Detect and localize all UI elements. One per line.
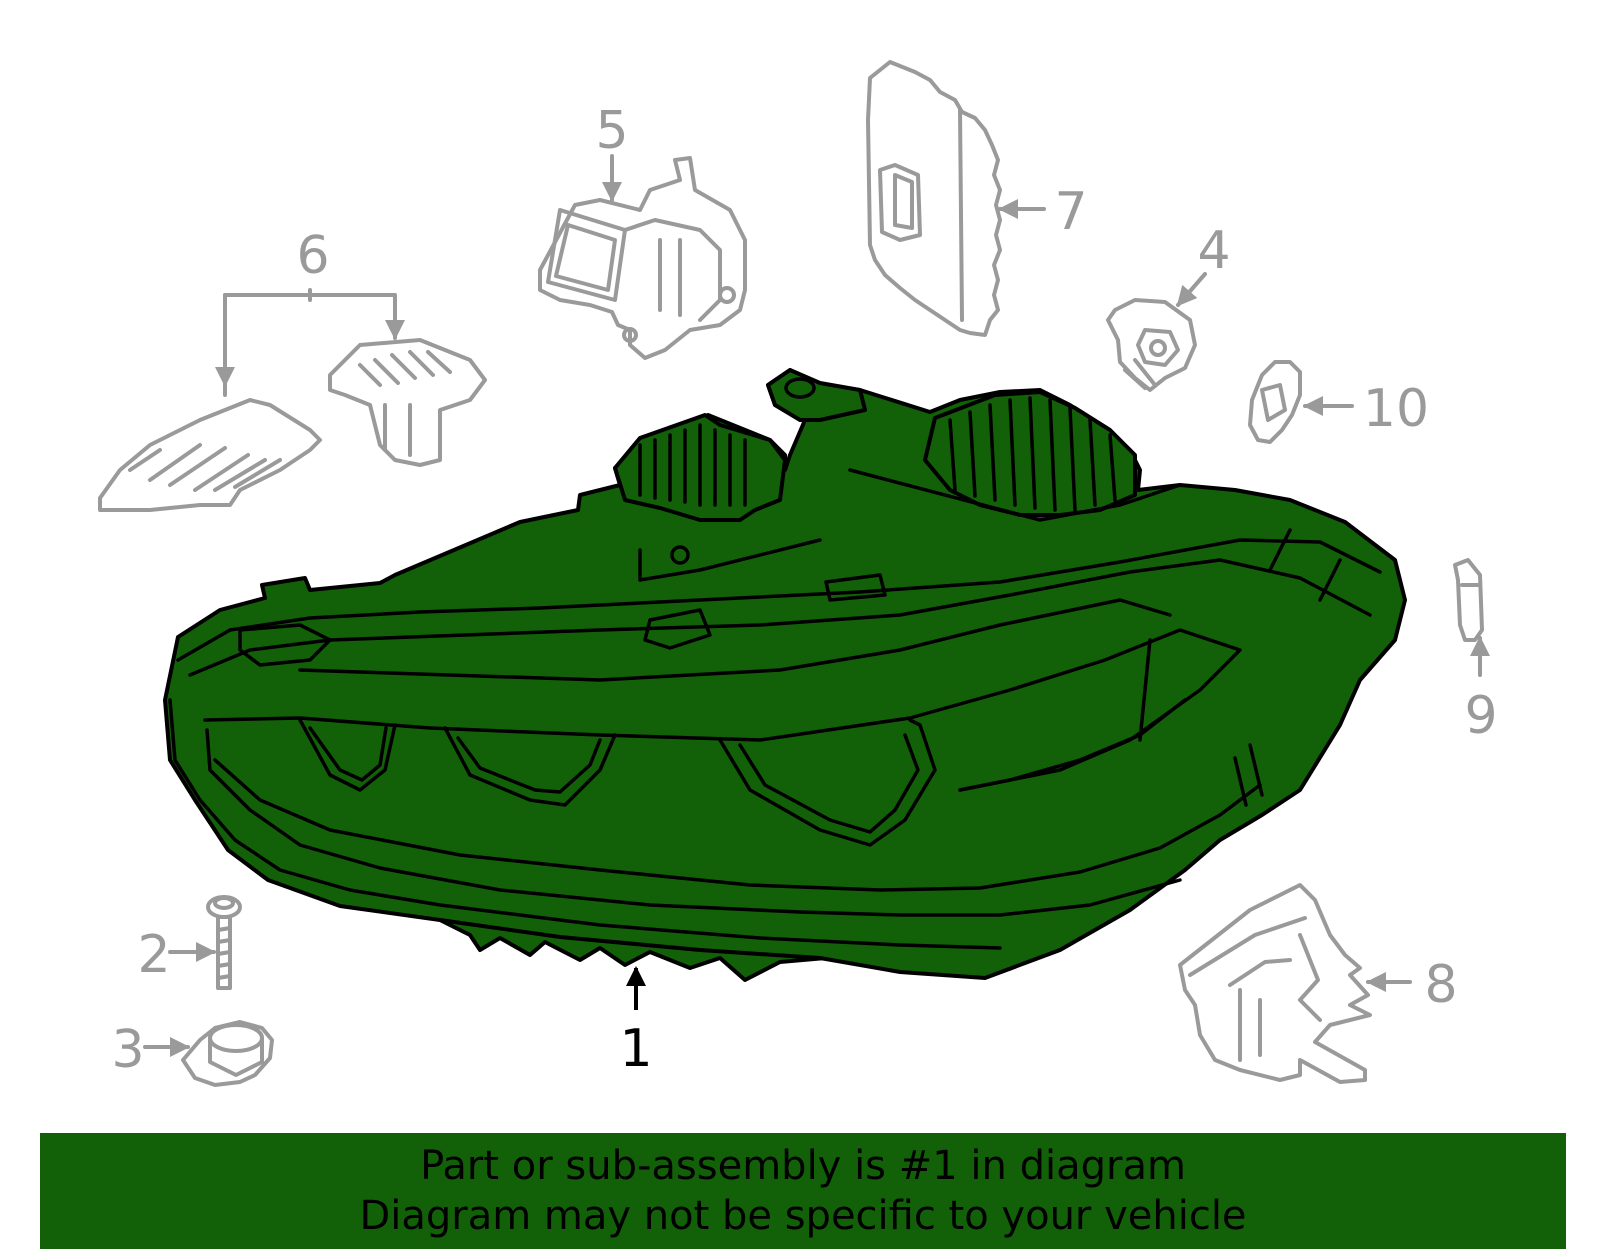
screw-part-2[interactable] xyxy=(206,895,242,990)
grommet-part-3[interactable] xyxy=(181,1020,274,1087)
callout-label-2: 2 xyxy=(137,925,170,985)
callout-label-6: 6 xyxy=(296,226,329,286)
headlamp-assembly-part-1[interactable] xyxy=(163,368,1407,982)
callout-label-5: 5 xyxy=(595,101,628,161)
pin-part-9[interactable] xyxy=(1453,558,1484,642)
projector-module-part-5[interactable] xyxy=(538,156,747,360)
info-banner: Part or sub-assembly is #1 in diagram Di… xyxy=(40,1133,1566,1249)
callout-label-10: 10 xyxy=(1363,379,1429,439)
control-module-part-7[interactable] xyxy=(866,60,1002,337)
callout-label-9: 9 xyxy=(1464,686,1497,746)
callout-label-4: 4 xyxy=(1197,221,1230,281)
banner-line-part-number: Part or sub-assembly is #1 in diagram xyxy=(420,1143,1186,1189)
repair-bracket-part-8[interactable] xyxy=(1178,883,1372,1084)
led-module-pair-part-6[interactable] xyxy=(98,288,487,512)
callout-label-7: 7 xyxy=(1054,182,1087,242)
bulb-socket-part-4[interactable] xyxy=(1106,298,1197,392)
callout-label-3: 3 xyxy=(111,1020,144,1080)
callout-arrows xyxy=(143,154,1490,1057)
banner-line-disclaimer: Diagram may not be specific to your vehi… xyxy=(359,1193,1247,1239)
callout-label-8: 8 xyxy=(1424,955,1457,1015)
clip-part-10[interactable] xyxy=(1248,360,1302,444)
callout-label-1: 1 xyxy=(619,1019,652,1079)
